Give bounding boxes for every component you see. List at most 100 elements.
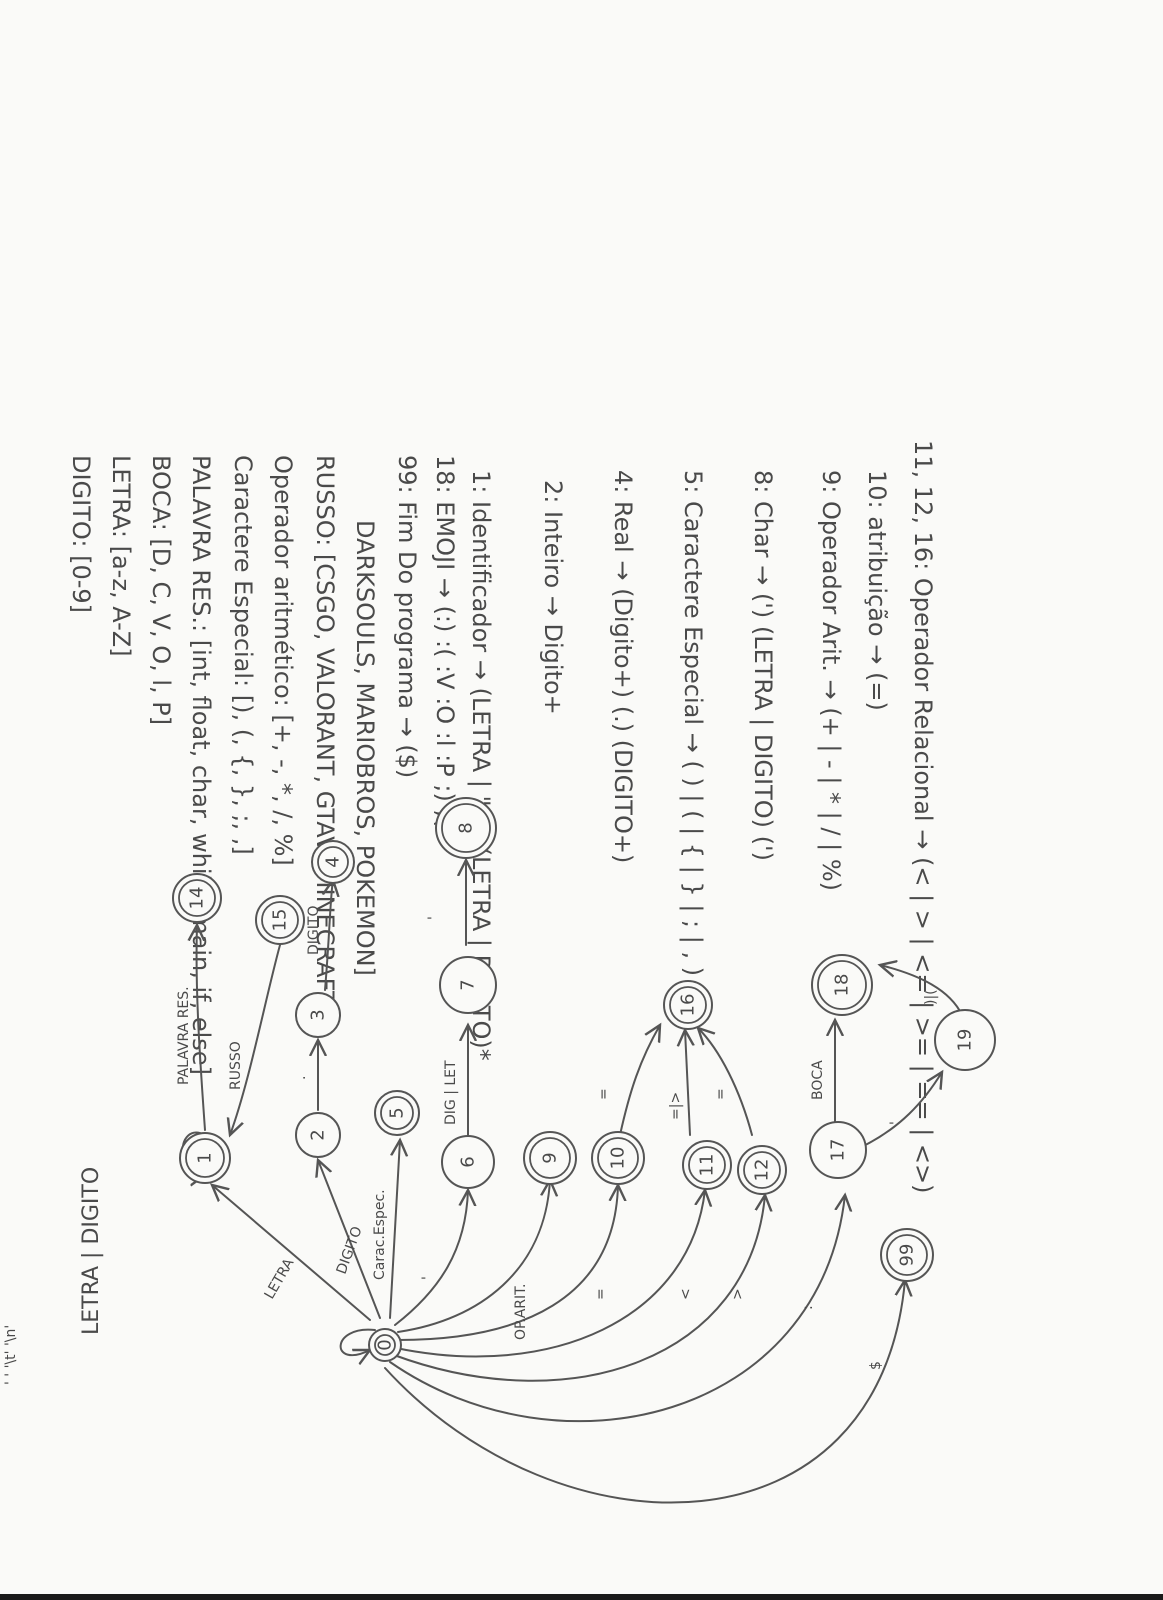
- state-circle: [523, 1131, 577, 1185]
- state-label: 15: [270, 909, 291, 932]
- label-2-to-3: .: [293, 1076, 309, 1080]
- accepting-ring: [529, 1137, 571, 1179]
- accepting-ring: [374, 1334, 396, 1356]
- label-self-loop-0: ' ' '\t' '\n': [3, 1325, 19, 1385]
- state-circle: [441, 1135, 495, 1189]
- edge-10-to-16: [619, 1025, 660, 1136]
- label-to-11: <: [678, 1288, 694, 1300]
- state-label: 9: [540, 1152, 561, 1163]
- state-circle: [439, 956, 497, 1014]
- edge-0-to-12: [393, 1195, 765, 1382]
- diagram-title: LETRA | DIGITO: [79, 1167, 104, 1335]
- state-circle: [811, 954, 873, 1016]
- accepting-ring: [743, 1151, 781, 1189]
- label-to-12: >: [730, 1288, 746, 1300]
- accepting-ring: [380, 1096, 414, 1130]
- state-label: 11: [697, 1154, 718, 1177]
- state-circle: [809, 1121, 867, 1179]
- state-label: 2: [308, 1129, 329, 1140]
- state-label: 19: [955, 1029, 976, 1052]
- label-6-to-7: DIG | LET: [443, 1060, 459, 1125]
- edge-0-to-5: [389, 1140, 400, 1319]
- lexical-definitions: DIGITO: [0-9] LETRA: [a-z, A-Z] BOCA: [D…: [67, 440, 937, 1194]
- state-label: 1: [195, 1152, 216, 1163]
- accepting-ring: [261, 901, 299, 939]
- state-label: 5: [387, 1107, 408, 1118]
- note-operador-arit-def: 9: Operador Arit. → (+ | - | * | / | %): [817, 470, 845, 891]
- state-label: 18: [832, 974, 853, 997]
- note-digito: DIGITO: [0-9]: [67, 455, 95, 613]
- state-label: 4: [323, 856, 344, 867]
- edge-0-to-11: [395, 1190, 705, 1358]
- state-circle: [737, 1145, 787, 1195]
- note-fim-programa: 99: Fim Do programa → ($): [393, 455, 421, 778]
- state-circle: [295, 992, 341, 1038]
- state-circle: [179, 1132, 231, 1184]
- label-1-to-15: RUSSO: [228, 1041, 244, 1090]
- note-letra: LETRA: [a-z, A-Z]: [107, 455, 135, 657]
- label-11-to-16: =|>: [668, 1092, 684, 1120]
- state-label: 0: [375, 1339, 396, 1350]
- label-to-9: OP.ARIT.: [513, 1283, 529, 1340]
- label-to-6: ': [420, 1276, 436, 1280]
- edges: [181, 860, 963, 1504]
- accepting-ring: [441, 803, 491, 853]
- note-inteiro: 2: Inteiro → Digito+: [539, 480, 567, 715]
- state-16: 16: [663, 980, 713, 1030]
- state-circle: [934, 1009, 996, 1071]
- label-to-1: LETRA: [262, 1256, 298, 1302]
- edge-3-to-4: [325, 880, 333, 991]
- state-label: 12: [752, 1159, 773, 1182]
- state-label: 3: [308, 1009, 329, 1020]
- state-circle: [255, 895, 305, 945]
- note-atribuicao: 10: atribuição → (=): [863, 470, 891, 711]
- edge-0-to-1: [212, 1185, 371, 1321]
- accepting-ring: [178, 879, 216, 917]
- accepting-ring: [317, 846, 349, 878]
- edge-0-self-loop: [339, 1328, 376, 1356]
- note-boca: BOCA: [D, C, V, O, l, P]: [147, 455, 175, 725]
- label-17-to-19: ': [888, 1121, 904, 1125]
- state-label: 10: [608, 1147, 629, 1170]
- label-17-to-18: BOCA: [810, 1060, 826, 1100]
- label-1-to-14: PALAVRA RES.: [176, 986, 192, 1085]
- note-caractere-especial-def: 5: Caractere Especial → ( ) | ( | { | } …: [679, 470, 707, 976]
- note-char: 8: Char → (') (LETRA | DIGITO) ('): [749, 470, 777, 861]
- accepting-ring: [688, 1146, 726, 1184]
- state-circle: [435, 797, 497, 859]
- note-emoji: 18: EMOJI → (:) :( :V :O :l :P ;) ;(: [431, 455, 459, 827]
- note-caractere-especial: Caractere Especial: [), (, {, }, ;, ,]: [229, 455, 257, 855]
- label-12-to-16: =: [713, 1088, 729, 1100]
- note-russo: RUSSO: [CSGO, VALORANT, GTAV, MINECRAFT,: [311, 455, 339, 1013]
- edge-17-to-19: [854, 1072, 942, 1151]
- state-6: 6: [441, 1135, 495, 1189]
- state-4: 4: [311, 840, 355, 884]
- state-circle: [172, 873, 222, 923]
- label-19-to-18: )|(: [923, 989, 939, 1005]
- state-circle: [682, 1140, 732, 1190]
- scan-edge: [0, 1594, 1163, 1600]
- accepting-ring: [185, 1138, 225, 1178]
- state-2: 2: [295, 1112, 341, 1158]
- edge-0-to-17: [389, 1195, 845, 1423]
- state-label: 7: [458, 979, 479, 990]
- edge-0-to-99: [384, 1280, 905, 1504]
- state-label: 6: [458, 1156, 479, 1167]
- state-12: 12: [737, 1145, 787, 1195]
- edge-0-to-9: [397, 1180, 550, 1333]
- state-14: 14: [172, 873, 222, 923]
- state-15: 15: [255, 895, 305, 945]
- state-7: 7: [439, 956, 497, 1014]
- state-circle: [880, 1228, 934, 1282]
- edge-0-to-10: [397, 1185, 618, 1341]
- state-circle: [368, 1328, 402, 1362]
- label-10-to-16: =: [596, 1088, 612, 1100]
- state-circle: [663, 980, 713, 1030]
- state-label: 99: [897, 1244, 918, 1267]
- accepting-ring: [817, 960, 867, 1010]
- label-to-17: :: [800, 1305, 816, 1310]
- edge-11-to-16: [685, 1030, 690, 1136]
- label-to-10: =: [593, 1288, 609, 1300]
- state-label: 16: [678, 994, 699, 1017]
